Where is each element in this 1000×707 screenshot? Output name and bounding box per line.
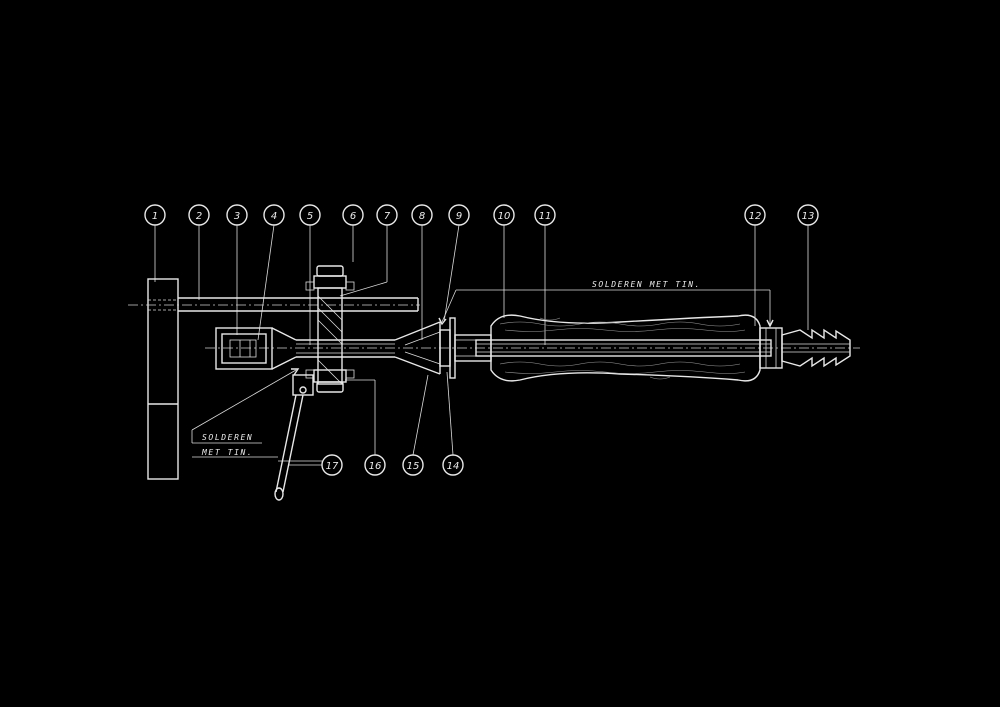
svg-text:MET TIN.: MET TIN. [201,448,253,457]
leader-lines [154,224,809,466]
label-4: 4 [263,204,285,226]
label-16: 16 [364,454,386,476]
svg-text:2: 2 [196,211,202,222]
label-5: 5 [299,204,321,226]
svg-text:11: 11 [539,211,552,222]
svg-text:6: 6 [350,211,356,222]
part-5-tube [296,339,395,358]
svg-text:17: 17 [326,461,339,472]
svg-text:15: 15 [407,461,420,472]
svg-text:SOLDEREN: SOLDEREN [202,433,253,442]
part-6-7-clamp [305,265,355,393]
label-10: 10 [493,204,515,226]
label-13: 13 [797,204,819,226]
part-3-4-housing [215,327,297,370]
label-3: 3 [226,204,248,226]
label-17: 17 [321,454,343,476]
label-7: 7 [376,204,398,226]
part-1-bar [147,278,179,480]
note-top: SOLDEREN MET TIN. [438,280,774,328]
svg-text:12: 12 [749,211,762,222]
svg-text:13: 13 [802,211,815,222]
svg-text:7: 7 [384,211,391,222]
part-2-rod [128,297,420,312]
part-17-lever [274,374,322,501]
svg-text:3: 3 [234,211,240,222]
label-9: 9 [448,204,470,226]
part-13-hose-barb [781,328,851,368]
label-14: 14 [442,454,464,476]
svg-text:14: 14 [447,461,460,472]
label-15: 15 [402,454,424,476]
svg-text:1: 1 [152,211,158,222]
label-6: 6 [342,204,364,226]
label-12: 12 [744,204,766,226]
svg-text:4: 4 [271,211,277,222]
svg-text:9: 9 [456,211,462,222]
label-1: 1 [144,204,166,226]
label-11: 11 [534,204,556,226]
part-10-11-handle [475,314,772,382]
note-left: SOLDEREN MET TIN. [191,368,300,458]
svg-text:16: 16 [369,461,382,472]
svg-text:5: 5 [307,211,313,222]
svg-text:8: 8 [419,211,425,222]
svg-text:10: 10 [498,211,511,222]
svg-text:SOLDEREN MET TIN.: SOLDEREN MET TIN. [592,280,701,289]
label-2: 2 [188,204,210,226]
label-8: 8 [411,204,433,226]
